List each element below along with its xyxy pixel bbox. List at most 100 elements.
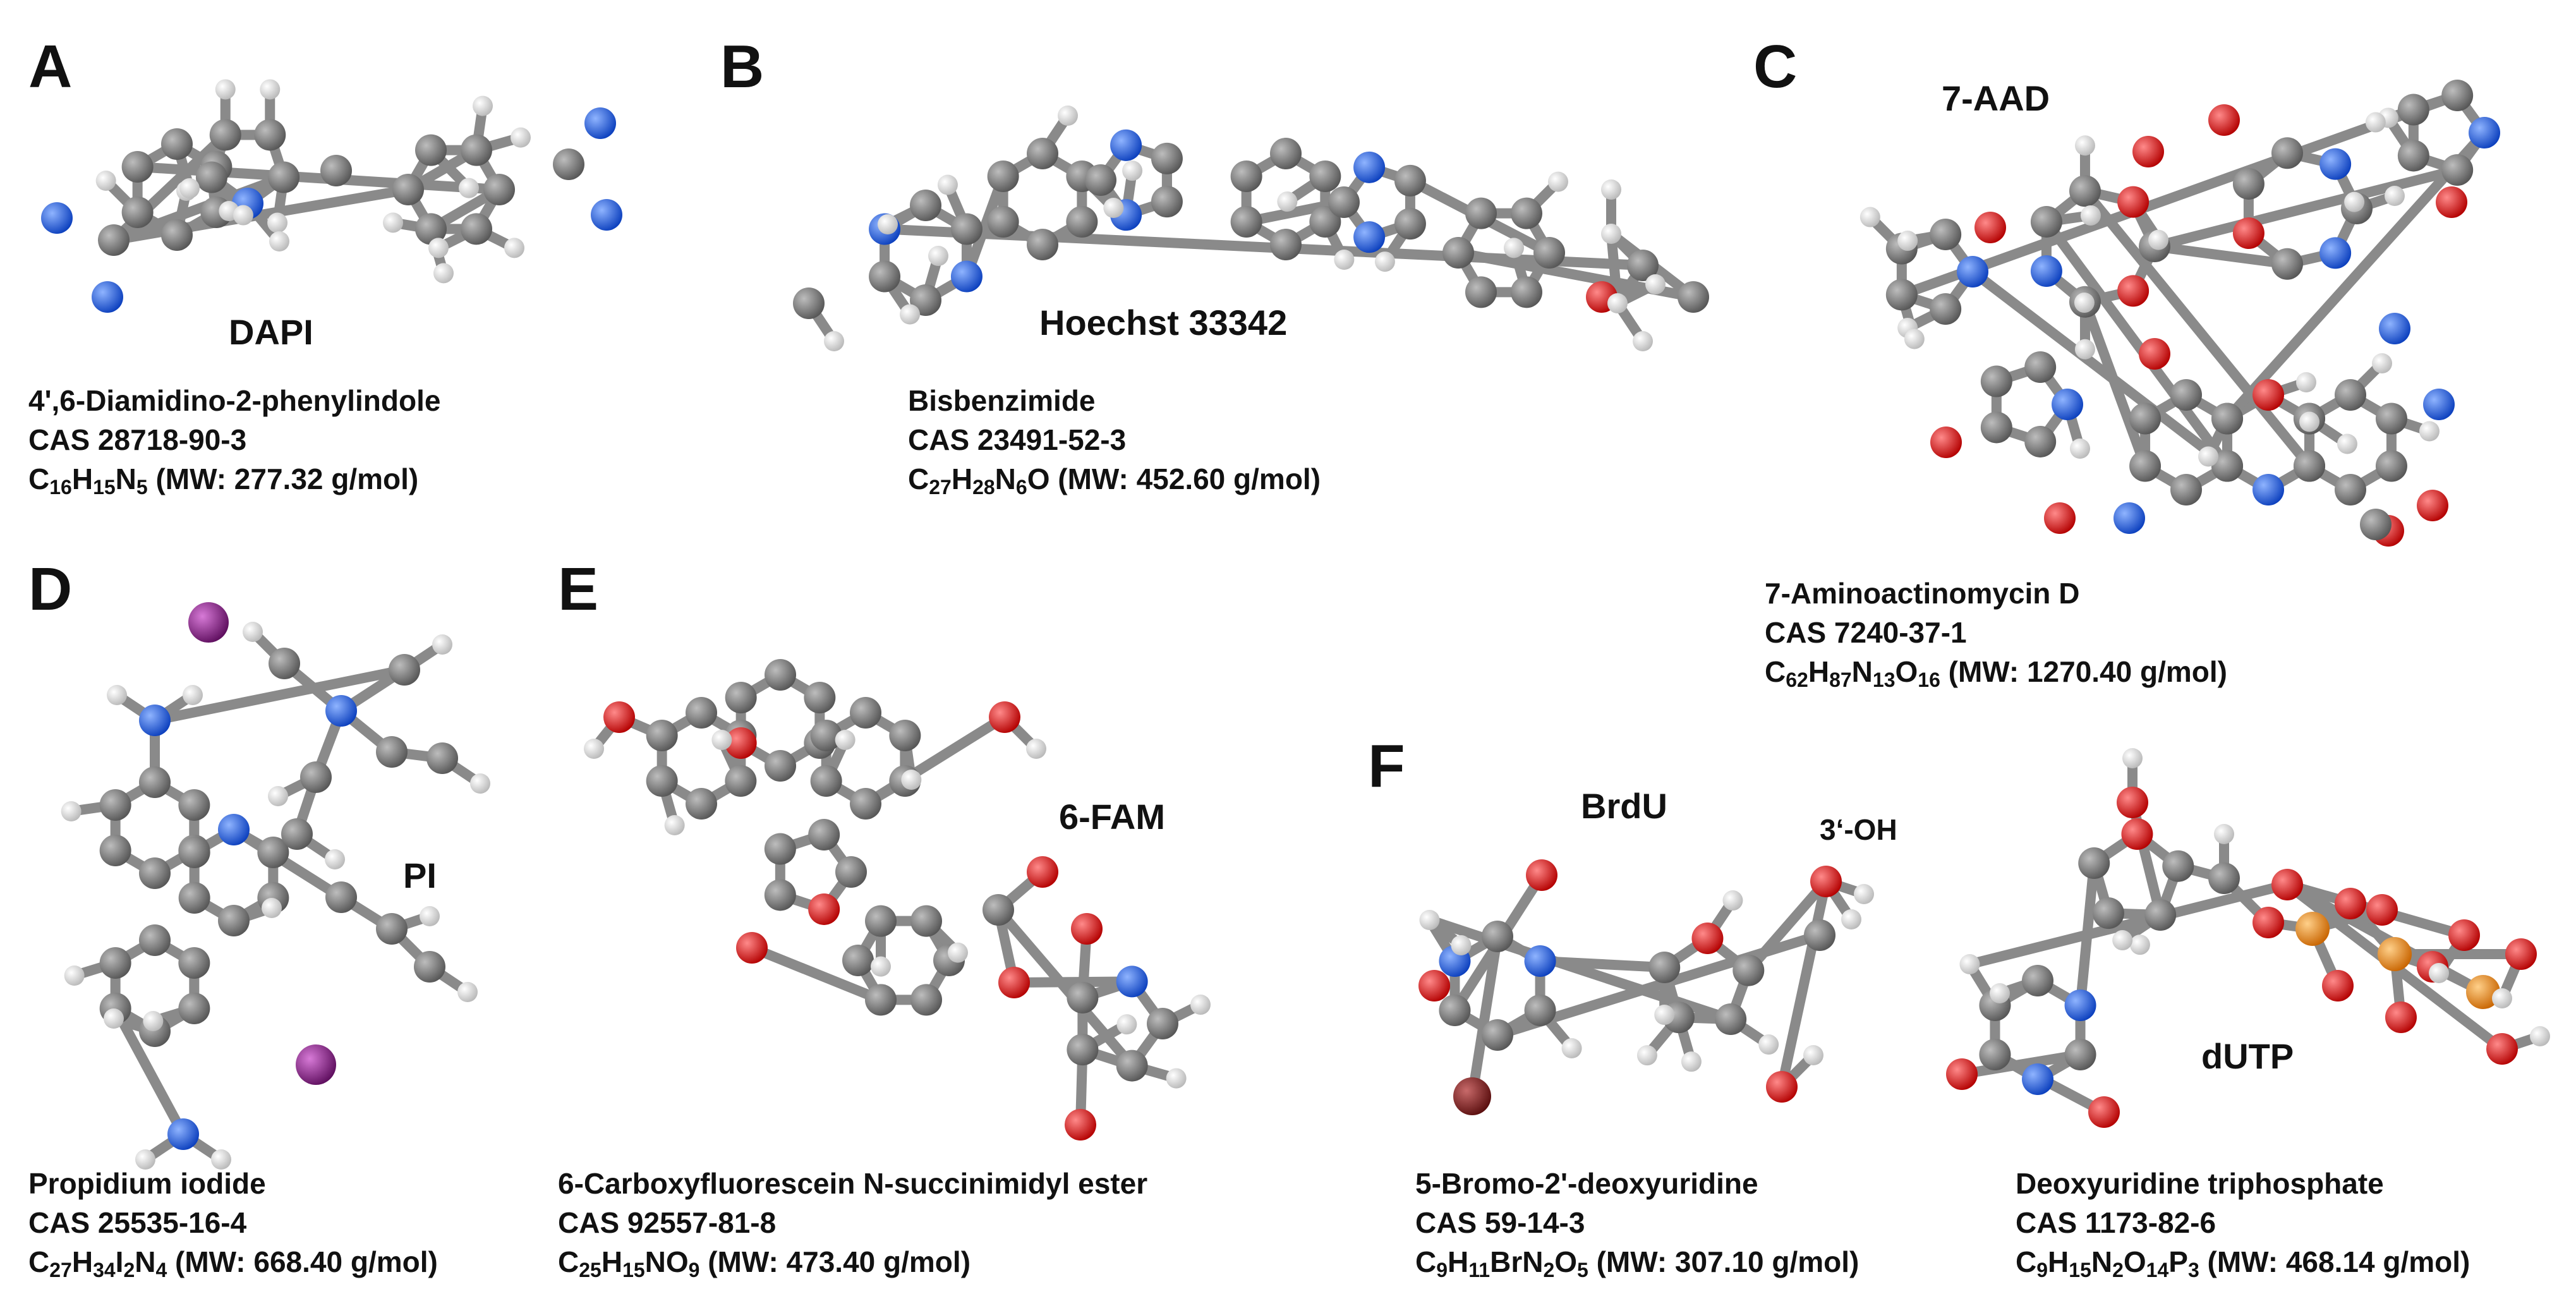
pi-cas: CAS 25535-16-4 xyxy=(28,1206,247,1239)
7aad-full-name: 7-Aminoactinomycin D xyxy=(1765,577,2080,610)
atom-h xyxy=(428,238,449,258)
atom-h xyxy=(1803,1045,1823,1065)
atom-h xyxy=(1636,1045,1657,1066)
atom-c xyxy=(1627,250,1659,281)
atom-h xyxy=(2074,135,2095,156)
atom-c xyxy=(2335,379,2366,411)
atom-o xyxy=(998,967,1030,998)
atom-h xyxy=(2530,1026,2550,1046)
atom-h xyxy=(2365,112,2386,133)
atom-c xyxy=(2022,965,2053,996)
atom-c xyxy=(950,213,983,245)
atom-h xyxy=(2214,824,2234,844)
brdu-molecule-model xyxy=(1418,859,1874,1115)
atom-h xyxy=(1904,329,1925,349)
atom-c xyxy=(2170,379,2202,411)
atom-h xyxy=(107,685,127,705)
atom-o xyxy=(2121,818,2153,850)
atom-o xyxy=(1974,212,2006,243)
atom-h xyxy=(269,231,289,251)
atom-c xyxy=(1648,952,1681,984)
atom-h xyxy=(1722,890,1743,911)
atom-c xyxy=(178,993,210,1024)
atom-n xyxy=(950,260,983,293)
atom-h xyxy=(420,906,440,926)
atom-o xyxy=(1071,913,1103,945)
bond xyxy=(2282,880,2488,997)
atom-c xyxy=(865,984,897,1016)
atom-c xyxy=(1085,164,1116,196)
atom-h xyxy=(473,95,493,116)
atom-n xyxy=(1116,965,1148,998)
atom-c xyxy=(161,128,193,160)
hoechst-cas: CAS 23491-52-3 xyxy=(908,423,1127,456)
atom-c xyxy=(765,750,796,782)
dutp-cas: CAS 1173-82-6 xyxy=(2016,1206,2216,1239)
atom-h xyxy=(2344,191,2365,212)
atom-h xyxy=(664,815,685,835)
atom-o xyxy=(2132,136,2164,167)
atom-p xyxy=(2378,937,2412,971)
atom-n xyxy=(2379,313,2410,344)
atom-h xyxy=(2074,293,2095,313)
atom-c xyxy=(1027,138,1058,169)
atom-c xyxy=(1979,1039,2011,1070)
atom-h xyxy=(2148,229,2169,250)
atom-h xyxy=(1633,331,1653,351)
bond xyxy=(1467,931,1503,1101)
atom-h xyxy=(215,79,236,100)
7aad-label: 7-AAD xyxy=(1942,78,2050,118)
atom-c xyxy=(1151,186,1183,218)
bond xyxy=(1896,90,2463,300)
atom-c xyxy=(161,219,193,251)
atom-h xyxy=(824,331,844,351)
atom-c xyxy=(2360,509,2392,540)
atom-h xyxy=(1334,250,1355,270)
atom-h xyxy=(2429,963,2449,983)
atom-h xyxy=(262,898,282,918)
atom-c xyxy=(2129,402,2162,435)
atom-h xyxy=(433,263,454,284)
atom-h xyxy=(470,773,490,794)
atom-h xyxy=(2112,930,2133,951)
atom-c xyxy=(1151,142,1183,174)
atom-p xyxy=(2295,912,2330,946)
bond xyxy=(1777,876,1831,1092)
atom-c xyxy=(1980,365,2012,397)
atom-c xyxy=(281,818,313,850)
atom-n xyxy=(1110,129,1142,161)
atom-c xyxy=(865,905,897,937)
atom-c xyxy=(1230,160,1262,192)
6fam-info: 6-Carboxyfluorescein N-succinimidyl este… xyxy=(558,1164,1147,1281)
atom-h xyxy=(1026,739,1046,759)
atom-c xyxy=(257,837,289,868)
atom-h xyxy=(457,982,478,1002)
atom-c xyxy=(99,789,131,821)
atom-c xyxy=(376,736,408,768)
hoechst-label: Hoechst 33342 xyxy=(1039,303,1288,342)
atom-n xyxy=(1353,151,1386,183)
atom-o xyxy=(1027,856,1058,888)
atom-n xyxy=(2319,148,2352,180)
atom-c xyxy=(2024,425,2057,457)
atom-h xyxy=(511,127,531,148)
atom-c xyxy=(99,947,131,979)
panel-letter-d: D xyxy=(28,555,73,623)
bond xyxy=(1964,880,2292,969)
bond xyxy=(1743,876,1831,976)
atom-h xyxy=(1374,251,1395,272)
atom-o xyxy=(2486,1033,2518,1065)
atom-c xyxy=(987,206,1019,238)
atom-n xyxy=(92,281,123,313)
atom-o xyxy=(2322,970,2354,1001)
atom-c xyxy=(2024,351,2057,384)
atom-o xyxy=(2232,217,2265,250)
atom-c xyxy=(1465,197,1497,229)
panel-letter-c: C xyxy=(1753,33,1798,100)
atom-o xyxy=(1526,859,1557,891)
pi-molecule-model xyxy=(61,602,490,1170)
atom-c xyxy=(1482,1019,1513,1051)
atom-h xyxy=(1548,171,1568,192)
atom-o xyxy=(603,701,635,733)
atom-c xyxy=(1678,281,1709,313)
